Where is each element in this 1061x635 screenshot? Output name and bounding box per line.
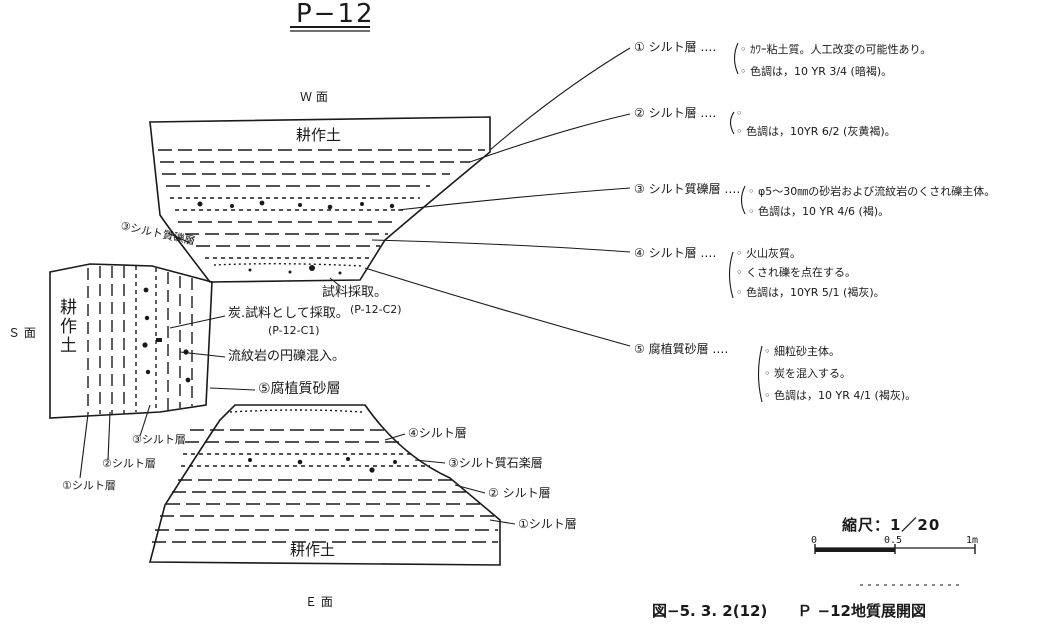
legend-2-name: ② シルト層 ‥‥ bbox=[634, 106, 717, 120]
legend-5-line: ◦ 色調は，10 YR 4/1 (褐灰)。 bbox=[764, 389, 917, 402]
s-face-panel bbox=[49, 263, 213, 419]
face-label-south: Ｓ 面 bbox=[8, 326, 36, 340]
sample-taken-label: 試料採取。 bbox=[322, 285, 388, 300]
legend-4-line: ◦ 色調は，10YR 5/1 (褐灰)。 bbox=[736, 286, 885, 299]
face-label-west: Ｗ 面 bbox=[300, 90, 328, 104]
w-face-panel bbox=[149, 116, 491, 283]
s-topsoil-label: 耕作土 bbox=[56, 298, 76, 355]
legend-5-line: ◦ 細粒砂主体。 bbox=[764, 345, 840, 358]
legend-5-name: ⑤ 腐植質砂層 ‥‥ bbox=[634, 342, 729, 356]
w-topsoil-label: 耕作土 bbox=[296, 126, 342, 144]
legend-4-line: ◦ 火山灰質。 bbox=[736, 247, 801, 260]
leader-lines bbox=[79, 47, 631, 525]
legend-3-name: ③ シルト質礫層 ‥‥ bbox=[634, 182, 741, 196]
legend-3-line: ◦ φ5〜30㎜の砂岩および流紋岩のくされ礫主体。 bbox=[748, 185, 996, 198]
rhyolite-label: 流紋岩の円礫混入。 bbox=[228, 349, 346, 364]
legend-1-line: ◦ 色調は，10 YR 3/4 (暗褐)。 bbox=[740, 65, 893, 78]
legend-4-name: ④ シルト層 ‥‥ bbox=[634, 246, 717, 260]
sample-id-c1: (P-12-C1) bbox=[268, 324, 320, 337]
e-topsoil-label: 耕作土 bbox=[290, 541, 336, 559]
e-layer3-tag: ③シルト質石楽層 bbox=[448, 456, 543, 470]
s-layer2-tag: ②シルト層 bbox=[102, 457, 156, 470]
legend-3-line: ◦ 色調は，10 YR 4/6 (褐)。 bbox=[748, 205, 890, 218]
charcoal-sample-label: 炭.試料として採取。 bbox=[228, 306, 349, 321]
legend-1-name: ① シルト層 ‥‥ bbox=[634, 40, 717, 54]
layer5-tag: ⑤腐植質砂層 bbox=[258, 381, 341, 397]
legend-5-line: ◦ 炭を混入する。 bbox=[764, 367, 851, 380]
figure-caption: 図−5. 3. 2(12) Ｐ −12地質展開図 bbox=[652, 602, 926, 620]
scale-tick: 0 bbox=[811, 535, 818, 546]
e-face-panel bbox=[148, 404, 501, 566]
sample-id-c2: (P-12-C2) bbox=[350, 303, 402, 316]
e-layer4-tag: ④シルト層 bbox=[408, 426, 467, 440]
scale-tick: 1m bbox=[966, 535, 979, 546]
page-title: P−12 bbox=[296, 0, 375, 29]
face-label-east: Ｅ 面 bbox=[305, 595, 333, 609]
s-layer1-tag: ①シルト層 bbox=[62, 479, 116, 492]
legend-1-line: ◦ ｶﾜｰ粘土質。人工改変の可能性あり。 bbox=[740, 43, 932, 56]
s-layer3-tag: ③シルト層 bbox=[132, 433, 186, 446]
scale-label: 縮尺：1／20 bbox=[842, 516, 941, 534]
e-layer2-tag: ② シルト層 bbox=[488, 486, 551, 500]
scale-tick: 0.5 bbox=[884, 535, 903, 546]
scale-bar bbox=[814, 544, 976, 554]
legend-brackets bbox=[728, 42, 763, 403]
legend-4-line: ◦ くされ礫を点在する。 bbox=[736, 266, 856, 279]
e-layer1-tag: ①シルト層 bbox=[518, 517, 577, 531]
legend-2-line: ◦ 色調は，10YR 6/2 (灰黄褐)。 bbox=[736, 125, 896, 138]
legend-2-line: ◦ bbox=[736, 107, 743, 120]
